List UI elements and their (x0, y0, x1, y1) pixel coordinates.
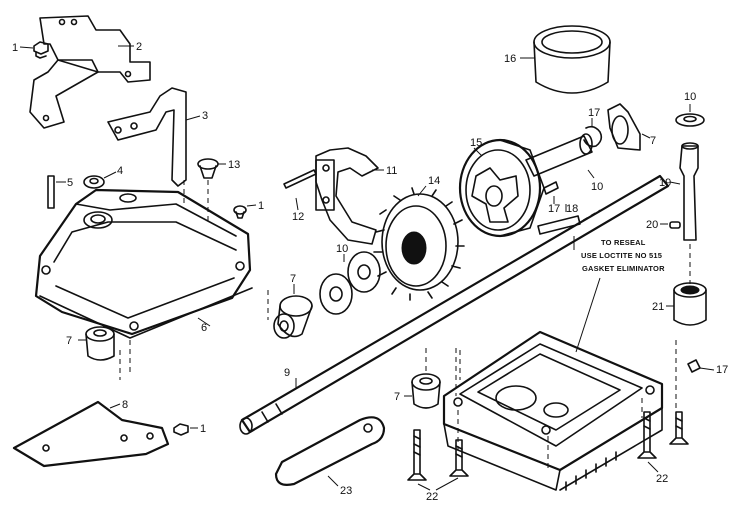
callout-13: 13 (228, 159, 240, 171)
callout-12: 12 (292, 211, 304, 223)
callout-7: 7 (394, 391, 400, 403)
part-3-shift-lever: 3 (107, 87, 208, 187)
callout-15: 15 (470, 137, 482, 149)
callout-10: 10 (336, 243, 348, 255)
part-5-pin: 5 (47, 175, 73, 209)
note-line-2: USE LOCTITE NO 515 (581, 251, 662, 260)
part-22-screws-right: 22 (637, 411, 689, 485)
note-line-1: TO RESEAL (601, 238, 646, 247)
callout-21: 21 (652, 301, 664, 313)
reseal-note: TO RESEAL USE LOCTITE NO 515 GASKET ELIM… (573, 236, 665, 353)
callout-4: 4 (117, 165, 123, 177)
part-23-lever: 23 (274, 416, 386, 497)
part-17-key: 17 (543, 181, 560, 215)
callout-1: 1 (200, 423, 206, 435)
part-20-pin: 20 (646, 219, 681, 231)
part-2-bracket: 2 (29, 15, 151, 129)
part-6-upper-housing: 6 (34, 180, 253, 339)
callout-20: 20 (646, 219, 658, 231)
part-7-bearing: 7 (273, 273, 313, 339)
callout-6: 6 (201, 322, 207, 334)
callout-17: 17 (588, 107, 600, 119)
callout-11: 11 (386, 165, 397, 177)
callout-7: 7 (66, 335, 72, 347)
callout-23: 23 (340, 485, 352, 497)
part-lower-housing (442, 330, 677, 491)
part-15-clutch: 15 (458, 137, 545, 238)
callout-17: 17 (548, 203, 560, 215)
callout-9: 9 (284, 367, 290, 379)
callout-16: 16 (504, 53, 516, 65)
callout-7: 7 (650, 135, 656, 147)
callout-10: 10 (684, 91, 696, 103)
assembly-guide-lines (129, 290, 457, 396)
part-1-nut: 1 (12, 41, 49, 59)
part-10-washer: 10 (675, 91, 705, 127)
part-9-main-shaft: 9 (239, 174, 670, 435)
part-17-snap-ring: 17 (687, 359, 728, 376)
part-8-plate: 8 (12, 399, 170, 468)
part-21-collar: 21 (652, 282, 707, 326)
callout-5: 5 (67, 177, 73, 189)
part-7-end-bearing: 7 (607, 103, 656, 151)
part-14-gear: 14 (373, 175, 465, 301)
callout-8: 8 (122, 399, 128, 411)
part-16-cup: 16 (504, 25, 611, 94)
part-7-bushing-left: 7 (66, 326, 121, 380)
part-12-pin: 12 (283, 169, 317, 223)
part-4-washer: 4 (83, 165, 123, 189)
part-11-shift-fork: 11 (315, 147, 397, 245)
part-18-key: 18 (537, 203, 581, 235)
part-7-bushing-lower: 7 (394, 348, 461, 409)
callout-17: 17 (716, 364, 728, 376)
part-19-output-shaft: 19 (659, 142, 699, 284)
callout-18: 18 (566, 203, 578, 215)
part-10-countershaft: 10 (525, 133, 603, 193)
callout-22: 22 (656, 473, 668, 485)
part-22-screws-left: 22 (407, 429, 469, 503)
part-13-plug: 13 (197, 158, 240, 179)
callout-14: 14 (428, 175, 440, 187)
callout-3: 3 (202, 110, 208, 122)
callout-7: 7 (290, 273, 296, 285)
part-10-thrust-washers: 10 (319, 243, 381, 315)
callout-22: 22 (426, 491, 438, 503)
callout-1: 1 (258, 200, 264, 212)
part-1-lower-nut: 1 (173, 423, 206, 436)
note-line-3: GASKET ELIMINATOR (582, 264, 665, 273)
callout-1: 1 (12, 42, 18, 54)
callout-10: 10 (591, 181, 603, 193)
part-1-screw: 1 (233, 200, 264, 219)
callout-2: 2 (136, 41, 142, 53)
